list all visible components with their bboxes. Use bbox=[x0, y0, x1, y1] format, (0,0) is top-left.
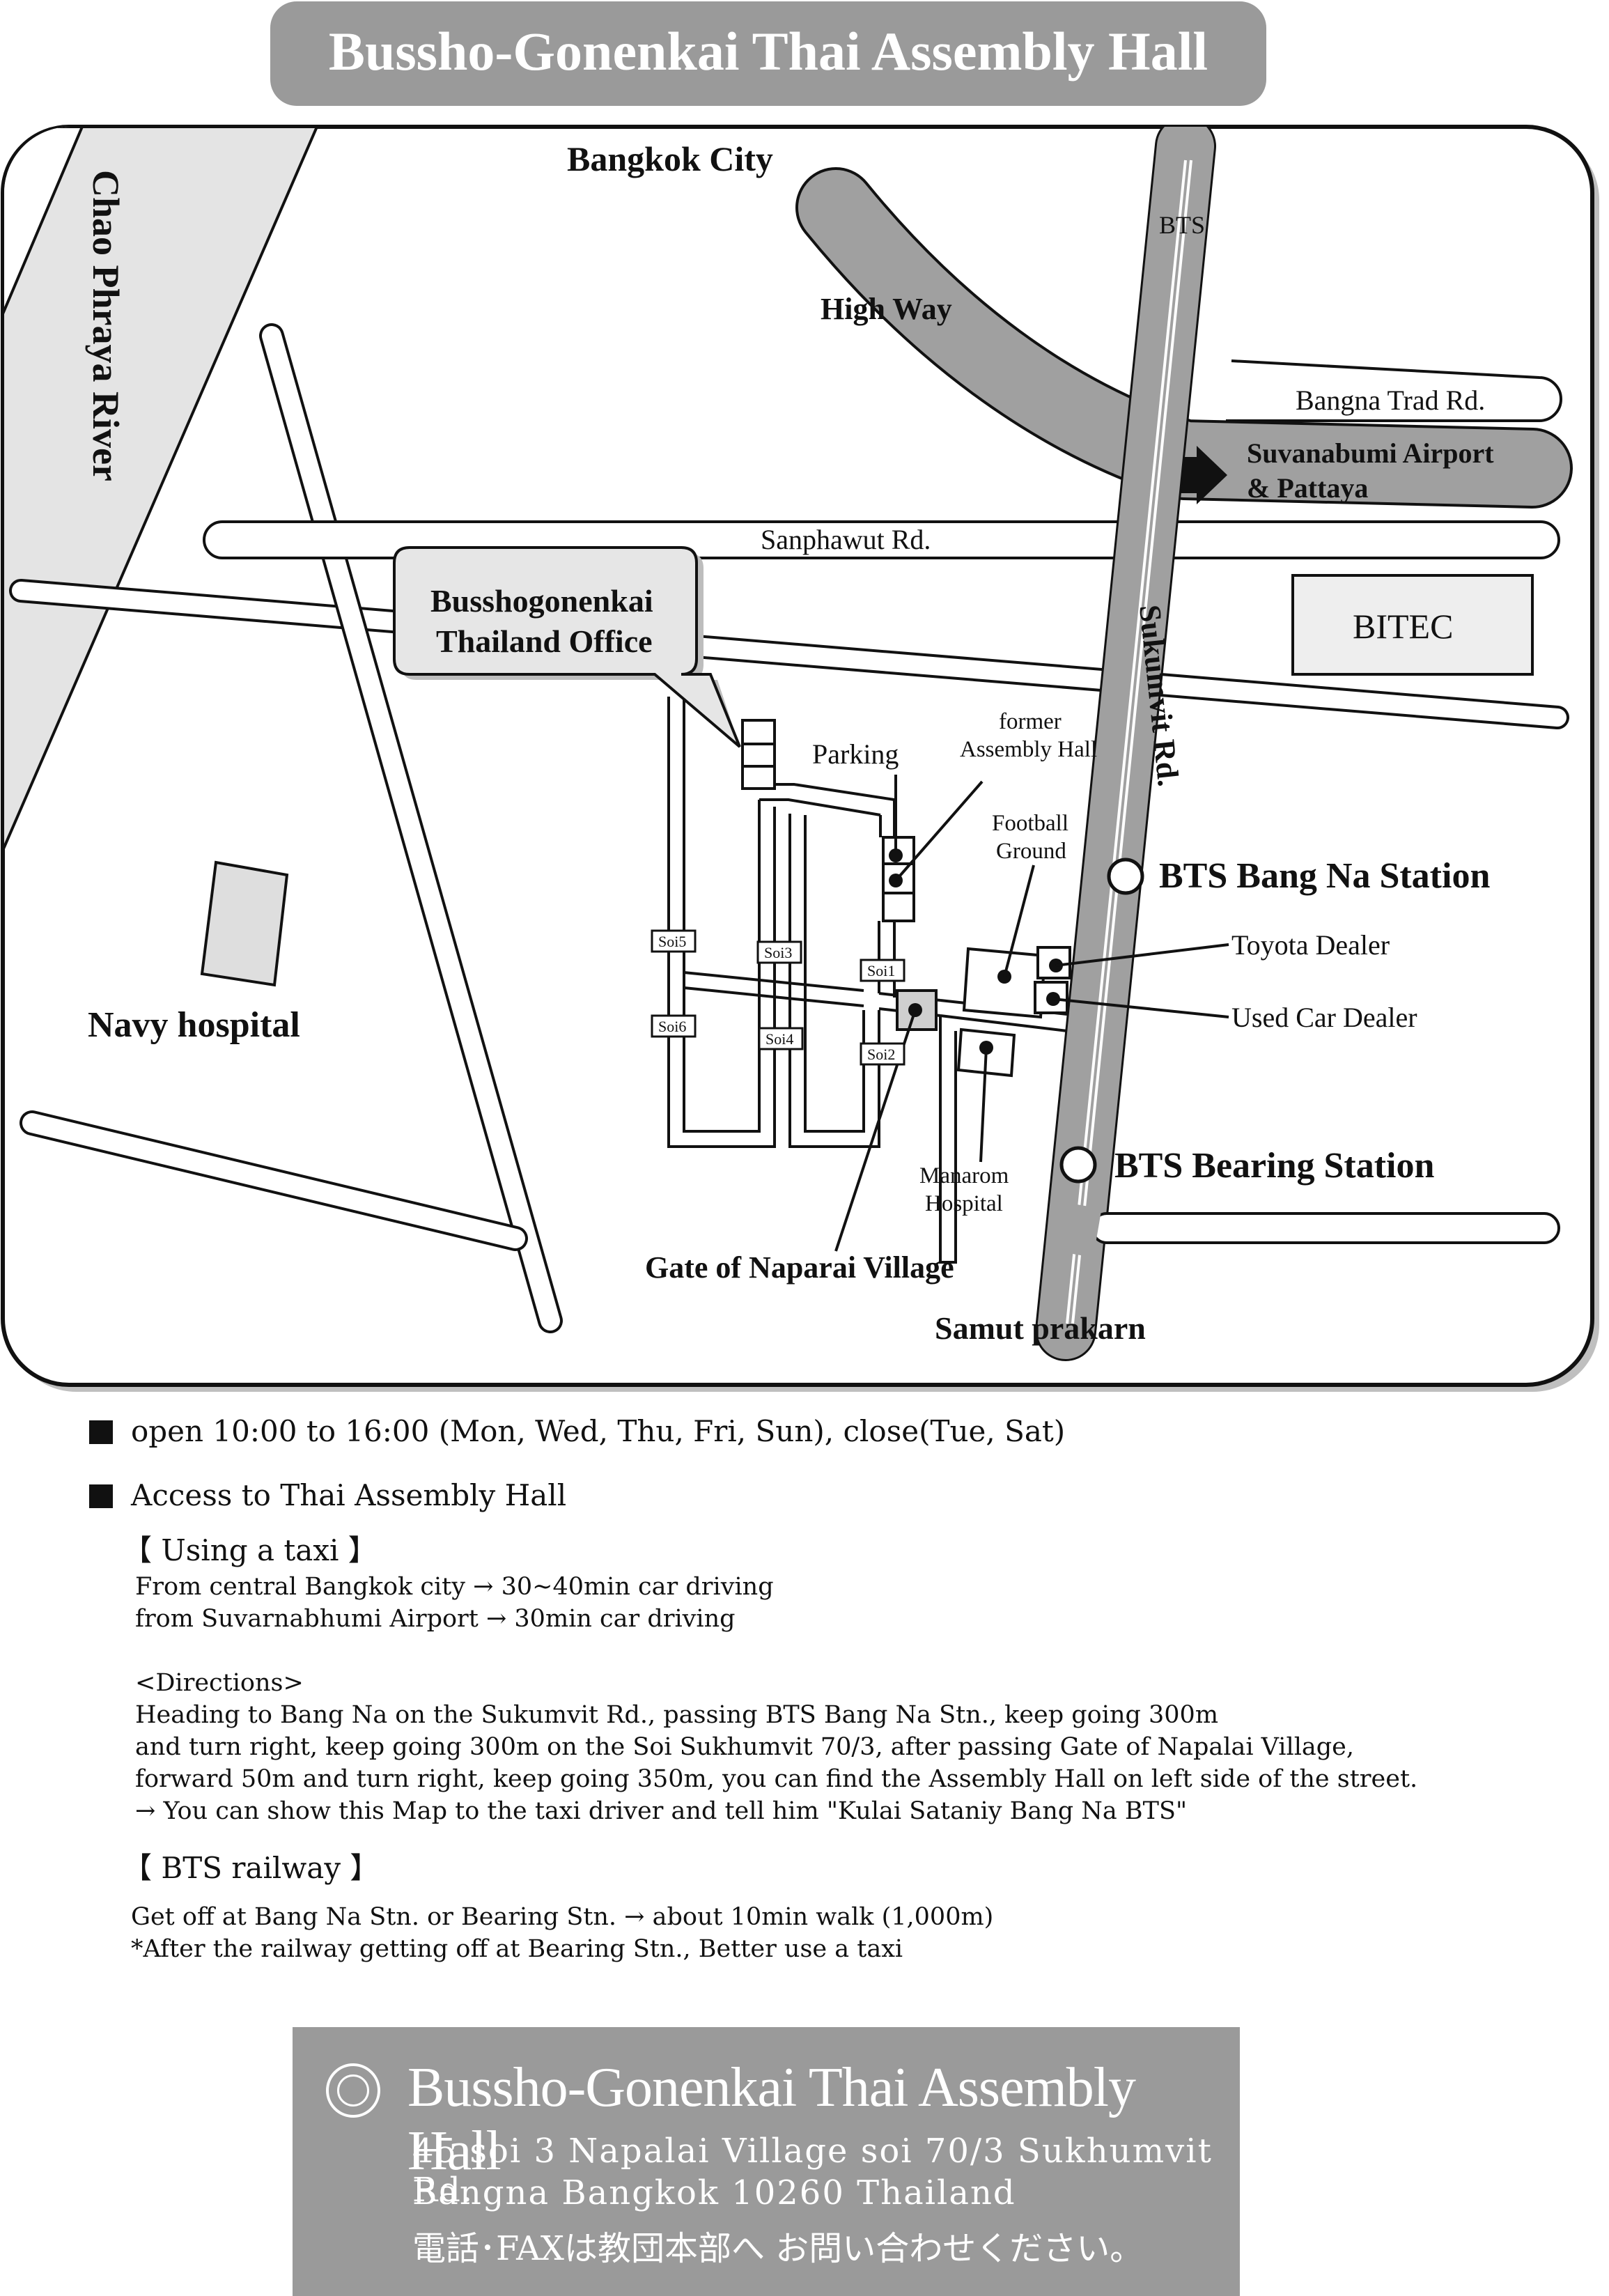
navy-hospital-label: Navy hospital bbox=[88, 1005, 300, 1045]
footer-address-line2: Bangna Bangkok 10260 Thailand bbox=[412, 2173, 1016, 2212]
highway-label: High Way bbox=[821, 292, 952, 326]
bts-heading: 【 BTS railway 】 bbox=[123, 1851, 380, 1885]
directions-line-2: and turn right, keep going 300m on the S… bbox=[135, 1733, 1354, 1761]
hours-row: open 10:00 to 16:00 (Mon, Wed, Thu, Fri,… bbox=[89, 1414, 1065, 1448]
gate-label: Gate of Naparai Village bbox=[645, 1250, 954, 1285]
used-car-dealer-label: Used Car Dealer bbox=[1231, 1002, 1417, 1033]
airport-label-line1: Suvanabumi Airport bbox=[1247, 437, 1494, 469]
bangna-trad-road bbox=[1226, 359, 1562, 422]
taxi-line-1: From central Bangkok city → 30~40min car… bbox=[135, 1573, 774, 1601]
chao-phraya-river bbox=[4, 127, 320, 858]
access-map: Bussho-Gonenkai Thai Assembly Hall bbox=[1, 1, 1599, 1392]
samut-prakarn-label: Samut prakarn bbox=[935, 1310, 1146, 1346]
navy-hospital-building bbox=[200, 860, 289, 987]
manarom-hospital-label-line2: Hospital bbox=[925, 1191, 1003, 1216]
bts-line-2: *After the railway getting off at Bearin… bbox=[131, 1935, 903, 1963]
chao-phraya-river-label: Chao Phraya River bbox=[85, 170, 127, 481]
former-hall-label-line1: former bbox=[999, 709, 1062, 734]
access-heading: Access to Thai Assembly Hall bbox=[131, 1478, 567, 1512]
footer-banner: Bussho-Gonenkai Thai Assembly Hall 45 so… bbox=[293, 2027, 1240, 2296]
bts-bangna-station-label: BTS Bang Na Station bbox=[1159, 856, 1490, 896]
bts-line-label: BTS bbox=[1159, 211, 1205, 239]
football-ground-label-line2: Ground bbox=[996, 839, 1066, 864]
title-banner bbox=[270, 1, 1266, 106]
bts-bangna-station-marker bbox=[1107, 858, 1144, 895]
soi6-label: Soi6 bbox=[658, 1018, 686, 1035]
parking-label: Parking bbox=[812, 738, 899, 770]
bullet-square-icon bbox=[89, 1484, 113, 1508]
access-row: Access to Thai Assembly Hall bbox=[89, 1478, 566, 1512]
bts-line-1: Get off at Bang Na Stn. or Bearing Stn. … bbox=[131, 1903, 994, 1931]
former-hall-label-line2: Assembly Hall bbox=[960, 737, 1097, 762]
footer-title: Bussho-Gonenkai Thai Assembly Hall bbox=[407, 2057, 1136, 2182]
bangkok-city-label: Bangkok City bbox=[567, 139, 773, 178]
soi4-label: Soi4 bbox=[765, 1030, 793, 1048]
page-title: Bussho-Gonenkai Thai Assembly Hall bbox=[329, 21, 1208, 82]
hours-text: open 10:00 to 16:00 (Mon, Wed, Thu, Fri,… bbox=[131, 1414, 1066, 1448]
taxi-heading: 【 Using a taxi 】 bbox=[123, 1533, 378, 1567]
soi5-label: Soi5 bbox=[658, 933, 686, 950]
footer-address-line1: 45 soi 3 Napalai Village soi 70/3 Sukhum… bbox=[412, 2132, 1213, 2210]
bangna-trad-road-label: Bangna Trad Rd. bbox=[1296, 385, 1485, 416]
bts-bearing-station-marker bbox=[1059, 1146, 1097, 1184]
directions-heading: <Directions> bbox=[135, 1669, 304, 1697]
bts-bearing-station-label: BTS Bearing Station bbox=[1114, 1146, 1434, 1186]
bullet-square-icon bbox=[89, 1420, 113, 1444]
directions-line-1: Heading to Bang Na on the Sukumvit Rd., … bbox=[135, 1701, 1219, 1729]
bts-line bbox=[1066, 160, 1187, 1324]
office-building bbox=[741, 719, 776, 790]
directions-line-3: forward 50m and turn right, keep going 3… bbox=[135, 1765, 1418, 1793]
directions-line-4: → You can show this Map to the taxi driv… bbox=[135, 1797, 1188, 1825]
soi1-label: Soi1 bbox=[867, 962, 895, 979]
toyota-dealer-label: Toyota Dealer bbox=[1231, 929, 1390, 961]
soi3-label: Soi3 bbox=[764, 944, 792, 961]
bitec-building bbox=[1291, 574, 1534, 676]
soi2-label: Soi2 bbox=[867, 1046, 895, 1063]
taxi-line-2: from Suvarnabhumi Airport → 30min car dr… bbox=[135, 1605, 736, 1633]
manarom-hospital-label-line1: Manarom bbox=[919, 1163, 1009, 1188]
organization-logo-icon bbox=[326, 2063, 380, 2118]
office-label-line2: Thailand Office bbox=[436, 623, 653, 659]
football-ground-label-line1: Football bbox=[992, 811, 1068, 836]
footer-contact: 電話･FAXは教団本部へ お問い合わせください。 bbox=[412, 2229, 1144, 2268]
office-label-line1: Busshogonenkai bbox=[430, 583, 653, 619]
bitec-label: BITEC bbox=[1353, 607, 1453, 646]
map-frame bbox=[1, 125, 1594, 1387]
airport-label-line2: & Pattaya bbox=[1247, 472, 1368, 504]
sanphawut-road-label: Sanphawut Rd. bbox=[761, 524, 931, 555]
